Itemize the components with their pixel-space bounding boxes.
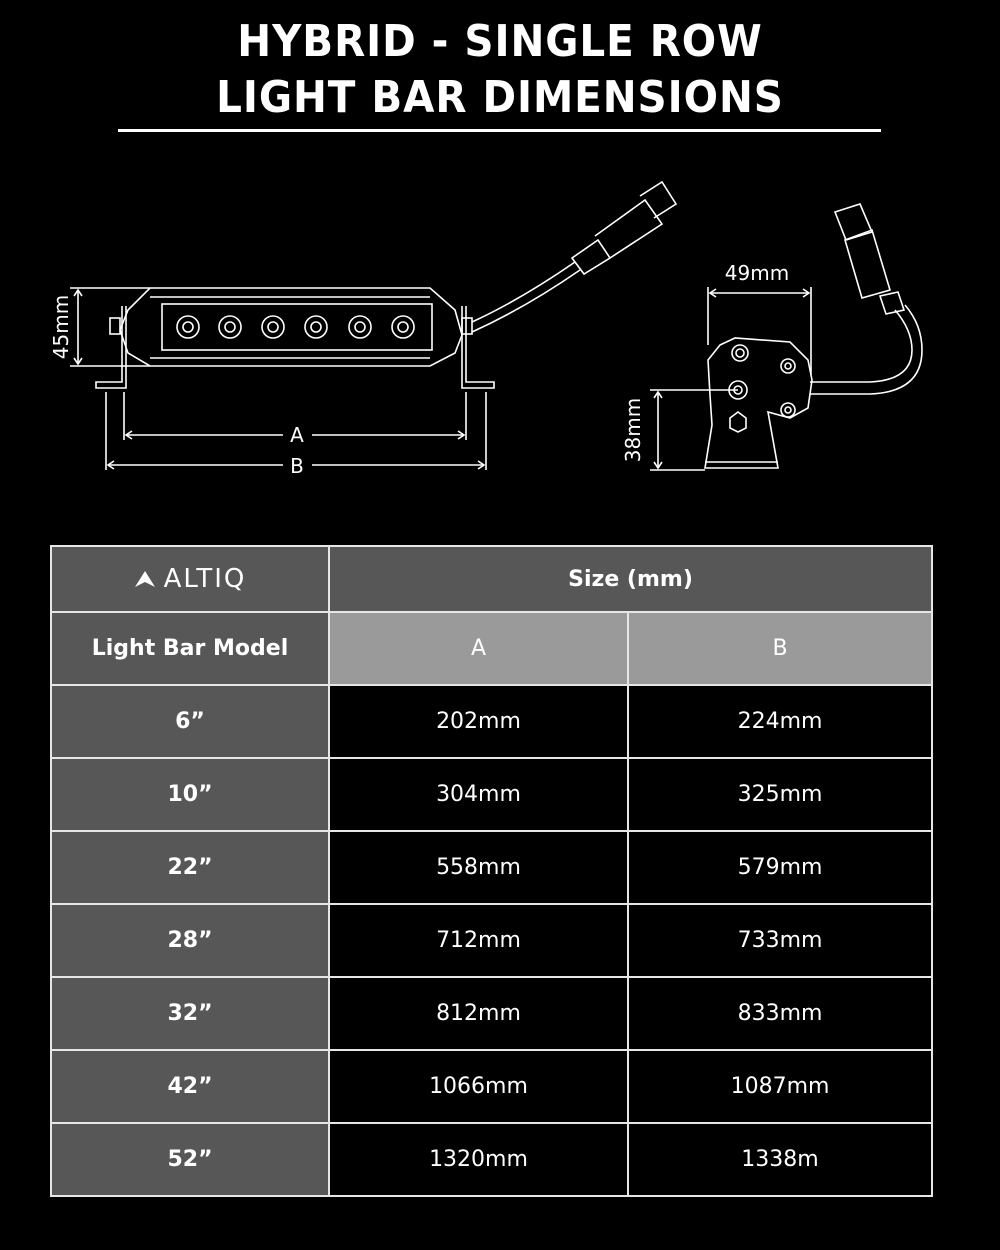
b-cell: 1338m (626, 1122, 934, 1197)
a-cell: 712mm (328, 903, 629, 978)
title-underline (118, 129, 881, 132)
a-cell: 812mm (328, 976, 629, 1051)
page-title-line1: HYBRID - SINGLE ROW (237, 16, 763, 67)
height-45mm-label: 45mm (49, 295, 73, 359)
table-row: 42” 1066mm 1087mm (50, 1049, 934, 1124)
height-38mm-label: 38mm (621, 398, 645, 462)
altiq-arrow-logo-icon (134, 571, 155, 587)
table-subheader-row: Light Bar Model A B (50, 611, 934, 686)
dim-a-label: A (290, 423, 304, 447)
table-row: 10” 304mm 325mm (50, 757, 934, 832)
led-icon-group (176, 315, 415, 339)
table-row: 6” 202mm 224mm (50, 684, 934, 759)
table-row: 28” 712mm 733mm (50, 903, 934, 978)
a-cell: 304mm (328, 757, 629, 832)
b-cell: 579mm (626, 830, 934, 905)
side-view-mount (650, 203, 923, 471)
model-cell: 52” (50, 1122, 330, 1197)
a-cell: 1320mm (328, 1122, 629, 1197)
table-header-row: ALTIQ Size (mm) (50, 545, 934, 613)
b-cell: 325mm (626, 757, 934, 832)
table-row: 22” 558mm 579mm (50, 830, 934, 905)
model-cell: 32” (50, 976, 330, 1051)
model-cell: 28” (50, 903, 330, 978)
page-title-line2: LIGHT BAR DIMENSIONS (216, 72, 784, 123)
a-cell: 202mm (328, 684, 629, 759)
dimension-drawing: 45mm A B 49mm 38mm (49, 180, 923, 478)
table-row: 32” 812mm 833mm (50, 976, 934, 1051)
size-header: Size (mm) (327, 545, 934, 613)
b-cell: 224mm (626, 684, 934, 759)
model-cell: 10” (50, 757, 330, 832)
brand-cell: ALTIQ (50, 545, 330, 613)
table-row: 52” 1320mm 1338m (50, 1122, 934, 1197)
b-cell: 1087mm (626, 1049, 934, 1124)
model-header: Light Bar Model (50, 611, 330, 686)
col-b-header: B (626, 611, 934, 686)
front-view-light-bar (70, 180, 678, 470)
b-cell: 833mm (626, 976, 934, 1051)
altiq-logo: ALTIQ (134, 564, 247, 594)
dimensions-table: ALTIQ Size (mm) Light Bar Model A B 6” 2… (50, 545, 934, 1197)
b-cell: 733mm (626, 903, 934, 978)
model-cell: 6” (50, 684, 330, 759)
model-cell: 42” (50, 1049, 330, 1124)
col-a-header: A (328, 611, 629, 686)
width-49mm-label: 49mm (725, 261, 789, 285)
dim-b-label: B (290, 454, 304, 478)
a-cell: 558mm (328, 830, 629, 905)
brand-name: ALTIQ (163, 564, 247, 594)
a-cell: 1066mm (328, 1049, 629, 1124)
model-cell: 22” (50, 830, 330, 905)
